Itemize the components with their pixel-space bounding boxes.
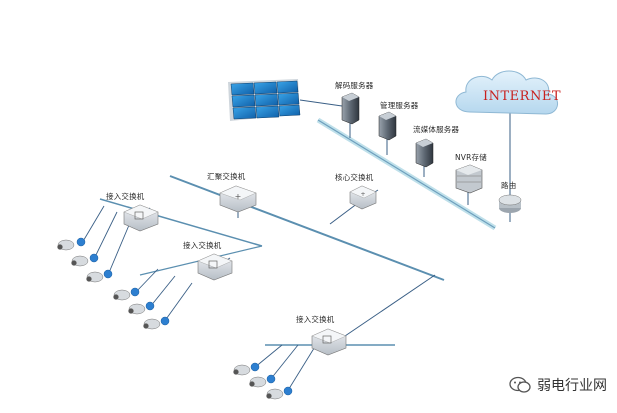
video-wall [228, 79, 301, 121]
svg-text:+: + [360, 191, 365, 198]
camera-icon [71, 253, 99, 267]
access-line-1 [99, 198, 263, 247]
access-switch-1-icon [123, 204, 159, 232]
main-backbone [169, 175, 445, 281]
internet-cloud-icon [455, 70, 558, 115]
camera-icon [266, 386, 293, 400]
nvr-storage-label: NVR存储 [455, 153, 487, 162]
core-switch-icon: + [349, 185, 377, 210]
nvr-storage-icon [455, 164, 483, 194]
aggregation-switch-icon: + [219, 185, 257, 213]
router-icon [498, 194, 522, 213]
management-server-icon [378, 111, 397, 141]
access-switch-3-icon [311, 328, 347, 356]
camera-icon [233, 362, 260, 376]
access-switch-2-label: 接入交换机 [183, 241, 222, 250]
wechat-icon [509, 376, 531, 394]
camera-icon [249, 374, 276, 388]
management-server-label: 管理服务器 [380, 101, 419, 110]
camera-icon [143, 316, 170, 330]
camera-icon [113, 287, 140, 301]
camera-links [81, 205, 317, 393]
watermark-text: 弱电行业网 [537, 378, 607, 394]
camera-icons [57, 237, 293, 400]
watermark: 弱电行业网 [509, 375, 607, 395]
access-switch-2-icon [197, 253, 233, 281]
svg-text:+: + [235, 192, 242, 201]
connection-links [137, 99, 511, 337]
camera-icon [128, 301, 155, 315]
decoding-server-label: 解码服务器 [335, 81, 374, 90]
streaming-server-label: 流媒体服务器 [413, 125, 460, 134]
decoding-server-icon [341, 92, 360, 125]
internet-cloud-label: INTERNET [483, 89, 561, 104]
router-label: 路由 [501, 181, 517, 190]
streaming-server-icon [415, 138, 434, 168]
access-switch-3-label: 接入交换机 [296, 315, 335, 324]
core-switch-label: 核心交换机 [335, 173, 374, 182]
camera-icon [86, 269, 113, 283]
server-backbone-edge [317, 119, 496, 229]
camera-icon [57, 237, 86, 251]
access-switch-1-label: 接入交换机 [106, 192, 145, 201]
aggregation-switch-label: 汇聚交换机 [207, 172, 246, 181]
